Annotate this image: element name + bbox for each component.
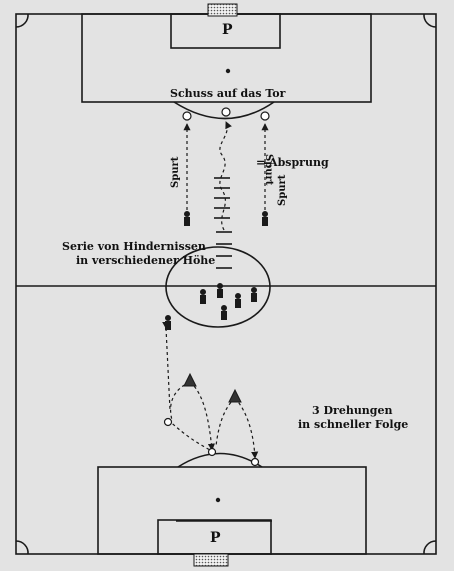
label-sprint-mid: Spurt	[263, 154, 274, 186]
zigzag-path	[219, 121, 232, 231]
run-path-4	[215, 397, 236, 447]
ball-icon	[163, 417, 173, 427]
goal-bottom-label: P	[210, 530, 221, 546]
ball-icon	[207, 447, 217, 457]
label-turns-2: in schneller Folge	[298, 418, 409, 431]
player-icon	[235, 293, 241, 308]
goal-bottom	[193, 553, 229, 567]
ball-icon	[182, 111, 192, 121]
label-jump: = Absprung	[256, 156, 329, 169]
balls-shot	[182, 107, 270, 121]
players	[165, 211, 268, 330]
run-path-1	[162, 321, 171, 411]
penalty-arc-top	[173, 101, 275, 120]
player-icon	[200, 289, 206, 304]
penalty-spot-bottom	[215, 497, 221, 503]
run-path-5	[234, 397, 259, 459]
cones	[183, 372, 242, 403]
center-circle	[165, 246, 271, 328]
player-icon	[165, 315, 171, 330]
player-icon	[251, 287, 257, 302]
label-obstacles-1: Serie von Hindernissen	[62, 240, 206, 253]
ball-icon	[221, 107, 231, 117]
corner-arc-bl	[15, 540, 29, 555]
run-path-3	[189, 381, 215, 451]
goal-top	[207, 3, 238, 17]
label-sprint-right: Spurt	[277, 174, 288, 206]
player-icon	[184, 211, 190, 226]
penalty-spot-top	[225, 68, 231, 74]
pitch-lines	[15, 13, 437, 555]
player-icon	[262, 211, 268, 226]
label-shot-on-goal: Schuss auf das Tor	[170, 87, 286, 100]
hurdles	[214, 177, 232, 269]
label-obstacles-2: in verschiedener Höhe	[76, 254, 216, 267]
cone-icon	[228, 388, 242, 403]
label-turns-1: 3 Drehungen	[312, 404, 393, 417]
run-path-2	[169, 381, 191, 421]
label-sprint-left: Spurt	[170, 156, 181, 188]
cone-icon	[183, 372, 197, 387]
ball-icon	[260, 111, 270, 121]
corner-arc-br	[423, 540, 437, 555]
player-icon	[217, 283, 223, 298]
player-icon	[221, 305, 227, 320]
corner-arc-tr	[423, 13, 437, 28]
corner-arc-tl	[15, 13, 29, 28]
goal-top-label: P	[222, 22, 233, 38]
ball-icon	[250, 457, 260, 467]
